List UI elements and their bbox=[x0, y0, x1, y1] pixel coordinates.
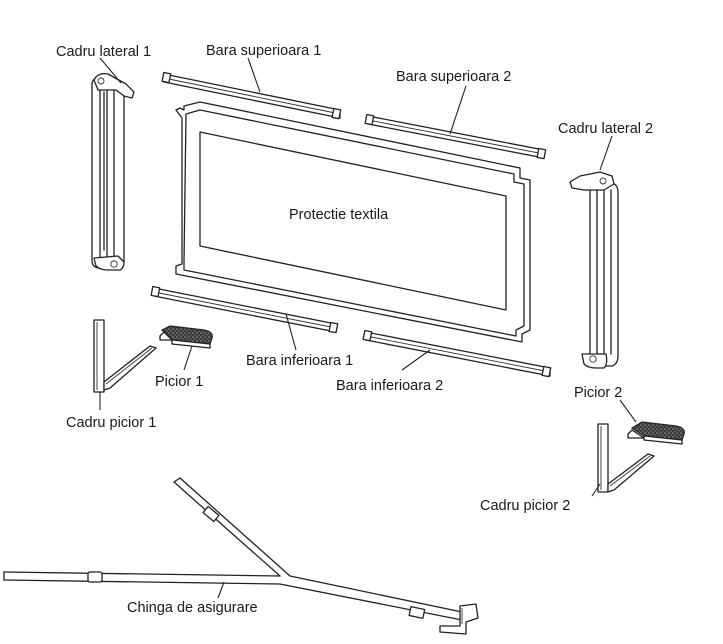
foot-pad-1 bbox=[159, 325, 213, 349]
bottom-bar-1 bbox=[150, 285, 339, 334]
leader-bara-superioara-2 bbox=[449, 85, 467, 135]
leader-cadru-lateral-1 bbox=[99, 57, 122, 84]
foot-frame-1 bbox=[93, 319, 157, 393]
leader-cadru-lateral-2 bbox=[599, 135, 613, 171]
label-cadru-lateral-2: Cadru lateral 2 bbox=[558, 121, 653, 137]
leader-chinga bbox=[217, 581, 225, 599]
top-bar-1 bbox=[161, 71, 342, 120]
label-bara-superioara-2: Bara superioara 2 bbox=[396, 69, 511, 85]
label-bara-inferioara-1: Bara inferioara 1 bbox=[246, 353, 353, 369]
foot-frame-2 bbox=[597, 423, 655, 493]
leader-picior-2 bbox=[619, 399, 637, 423]
bottom-bar-2 bbox=[362, 329, 552, 378]
label-cadru-picior-2: Cadru picior 2 bbox=[480, 498, 570, 514]
leader-bara-superioara-1 bbox=[247, 57, 261, 93]
safety-strap bbox=[3, 477, 479, 635]
label-chinga-de-asigurare: Chinga de asigurare bbox=[127, 600, 258, 616]
label-cadru-picior-1: Cadru picior 1 bbox=[66, 415, 156, 431]
label-picior-2: Picior 2 bbox=[574, 385, 622, 401]
foot-pad-2 bbox=[627, 421, 685, 445]
fabric-panel bbox=[175, 101, 531, 343]
top-bar-2 bbox=[364, 113, 547, 160]
label-picior-1: Picior 1 bbox=[155, 374, 203, 390]
leader-cadru-picior-2 bbox=[591, 483, 601, 497]
label-protectie-textila: Protectie textila bbox=[289, 207, 389, 223]
label-bara-inferioara-2: Bara inferioara 2 bbox=[336, 378, 443, 394]
side-frame-2 bbox=[569, 171, 619, 369]
leader-picior-1 bbox=[183, 345, 193, 371]
side-frame-1 bbox=[91, 72, 135, 271]
leader-bara-inferioara-1 bbox=[285, 313, 297, 351]
label-bara-superioara-1: Bara superioara 1 bbox=[206, 43, 321, 59]
leader-bara-inferioara-2 bbox=[401, 349, 431, 371]
label-cadru-lateral-1: Cadru lateral 1 bbox=[56, 44, 151, 60]
